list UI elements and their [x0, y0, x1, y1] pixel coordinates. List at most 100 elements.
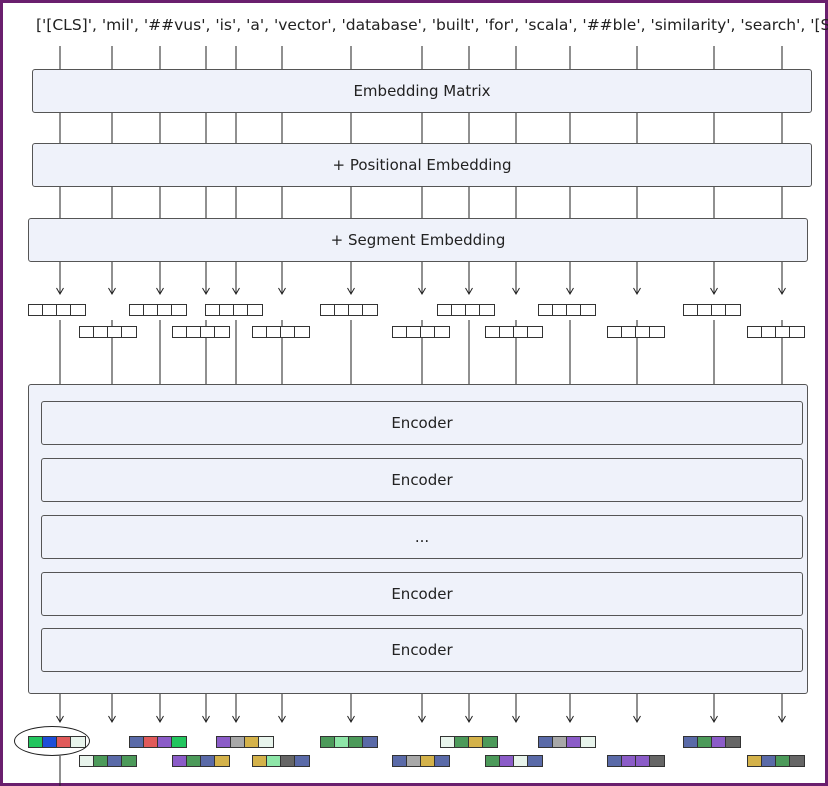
segment-arrow: [278, 287, 286, 295]
vector-cell: [201, 756, 215, 766]
vector-cell: [608, 327, 622, 337]
input-embedding-vector: [129, 304, 187, 316]
input-embedding-vector: [205, 304, 263, 316]
vector-cell: [43, 305, 57, 315]
vector-cell: [267, 756, 281, 766]
vector-cell: [158, 737, 172, 747]
output-arrow: [232, 715, 240, 723]
segment-arrow: [778, 287, 786, 295]
vector-cell: [622, 756, 636, 766]
vector-cell: [435, 327, 449, 337]
vector-cell: [636, 327, 650, 337]
vector-cell: [321, 305, 335, 315]
vector-cell: [748, 327, 762, 337]
vector-cell: [650, 327, 664, 337]
output-arrow: [202, 715, 210, 723]
input-embedding-vector: [252, 326, 310, 338]
vector-cell: [480, 305, 494, 315]
input-embedding-vector: [485, 326, 543, 338]
vector-cell: [514, 327, 528, 337]
vector-cell: [500, 327, 514, 337]
input-embedding-vector: [320, 304, 378, 316]
vector-cell: [253, 756, 267, 766]
output-arrow: [418, 715, 426, 723]
vector-cell: [748, 756, 762, 766]
vector-cell: [636, 756, 650, 766]
vector-cell: [438, 305, 452, 315]
vector-cell: [567, 737, 581, 747]
vector-cell: [581, 305, 595, 315]
vector-cell: [698, 737, 712, 747]
output-embedding-vector: [683, 736, 741, 748]
vector-cell: [349, 305, 363, 315]
vector-cell: [281, 756, 295, 766]
cls-output-highlight: [14, 726, 90, 756]
vector-cell: [144, 737, 158, 747]
vector-cell: [393, 327, 407, 337]
vector-cell: [259, 737, 273, 747]
output-arrow: [347, 715, 355, 723]
vector-cell: [130, 737, 144, 747]
embedding-matrix-box: Embedding Matrix: [32, 69, 812, 113]
vector-cell: [608, 756, 622, 766]
vector-cell: [684, 737, 698, 747]
vector-cell: [483, 737, 497, 747]
input-embedding-vector: [747, 326, 805, 338]
vector-cell: [231, 737, 245, 747]
output-embedding-vector: [216, 736, 274, 748]
input-embedding-vector: [172, 326, 230, 338]
encoder-layer-2: Encoder: [41, 458, 803, 502]
vector-cell: [776, 756, 790, 766]
vector-cell: [295, 327, 309, 337]
output-arrow: [108, 715, 116, 723]
vector-cell: [321, 737, 335, 747]
input-embedding-vector: [683, 304, 741, 316]
vector-cell: [108, 327, 122, 337]
output-embedding-vector: [538, 736, 596, 748]
vector-cell: [466, 305, 480, 315]
vector-cell: [452, 305, 466, 315]
vector-cell: [698, 305, 712, 315]
output-arrow: [633, 715, 641, 723]
vector-cell: [684, 305, 698, 315]
vector-cell: [295, 756, 309, 766]
output-embedding-vector: [607, 755, 665, 767]
output-arrow: [278, 715, 286, 723]
vector-cell: [514, 756, 528, 766]
vector-cell: [158, 305, 172, 315]
output-arrow: [512, 715, 520, 723]
encoder-layer-4: Encoder: [41, 628, 803, 672]
vector-cell: [762, 327, 776, 337]
segment-embedding-box: + Segment Embedding: [28, 218, 808, 262]
vector-cell: [217, 737, 231, 747]
vector-cell: [201, 327, 215, 337]
segment-arrow: [232, 287, 240, 295]
vector-cell: [407, 756, 421, 766]
positional-embedding-box: + Positional Embedding: [32, 143, 812, 187]
encoder-layer-3: Encoder: [41, 572, 803, 616]
vector-cell: [253, 327, 267, 337]
segment-arrow: [156, 287, 164, 295]
vector-cell: [172, 305, 186, 315]
vector-cell: [567, 305, 581, 315]
output-embedding-vector: [440, 736, 498, 748]
output-embedding-vector: [79, 755, 137, 767]
vector-cell: [335, 737, 349, 747]
vector-cell: [29, 305, 43, 315]
encoder-stack: Encoder Encoder ... Encoder Encoder: [28, 384, 808, 694]
vector-cell: [712, 305, 726, 315]
vector-cell: [349, 737, 363, 747]
input-embedding-vector: [79, 326, 137, 338]
vector-cell: [172, 737, 186, 747]
vector-cell: [187, 756, 201, 766]
vector-cell: [122, 756, 136, 766]
segment-arrow: [633, 287, 641, 295]
vector-cell: [267, 327, 281, 337]
vector-cell: [790, 327, 804, 337]
segment-arrow: [56, 287, 64, 295]
vector-cell: [486, 756, 500, 766]
vector-cell: [469, 737, 483, 747]
vector-cell: [393, 756, 407, 766]
vector-cell: [539, 737, 553, 747]
